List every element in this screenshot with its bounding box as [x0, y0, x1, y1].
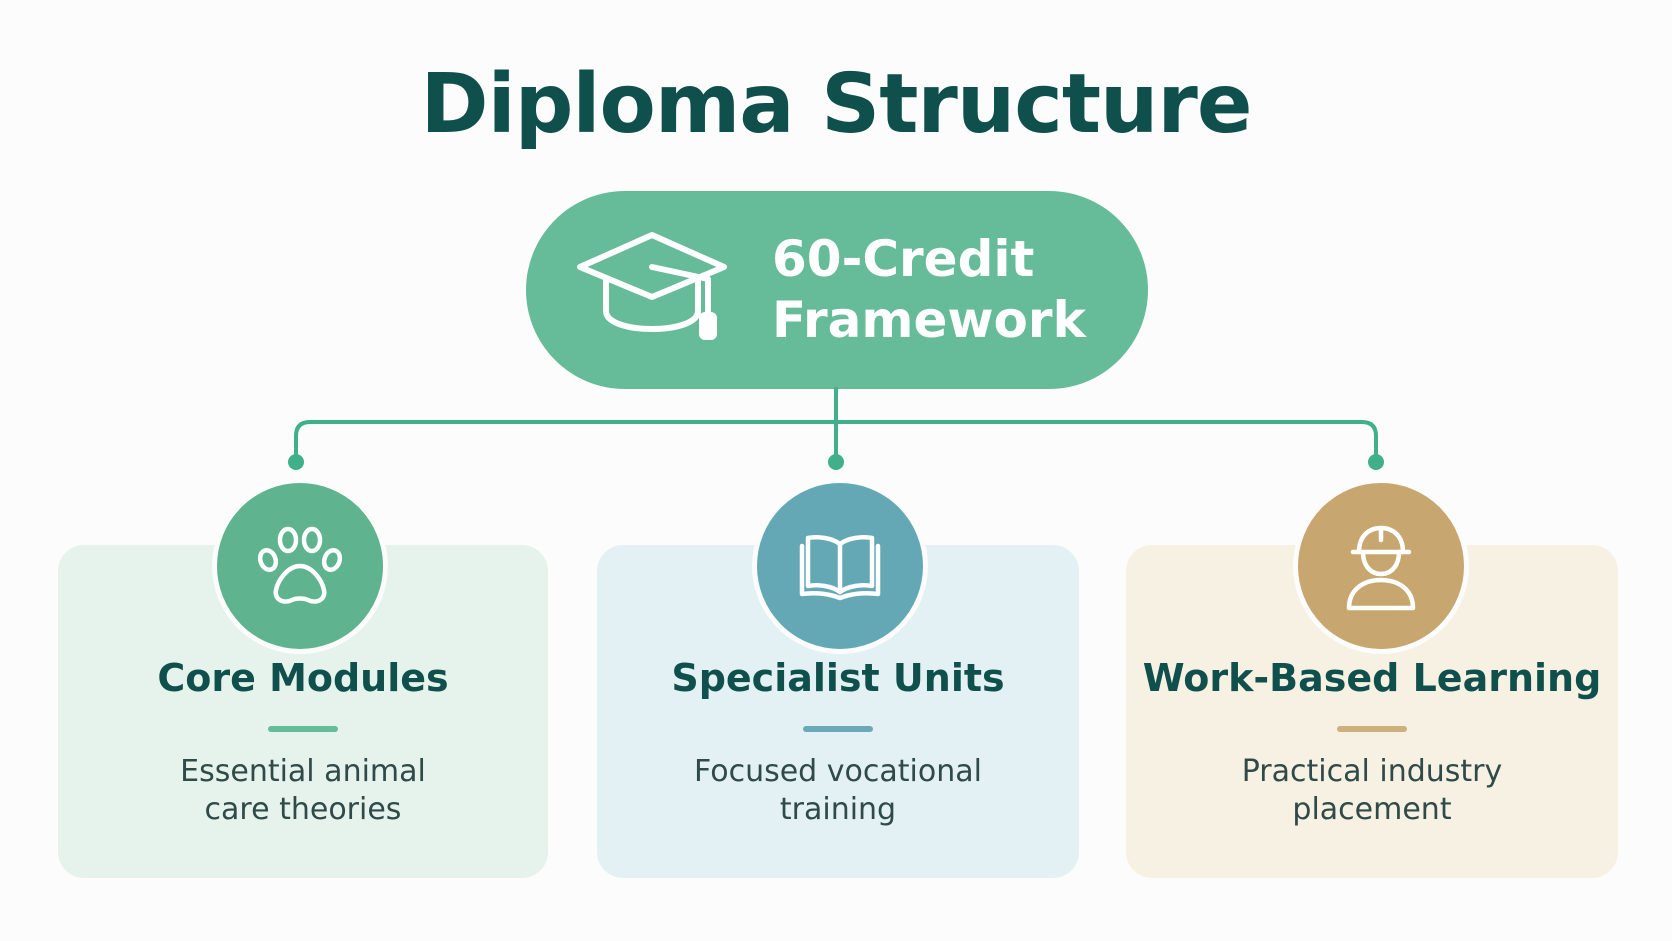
root-label-line2: Framework — [772, 291, 1086, 349]
card-desc-line2: care theories — [204, 792, 402, 827]
card-description: Practical industry placement — [1186, 753, 1558, 829]
badge-core-modules — [212, 478, 388, 654]
card-desc-line2: training — [779, 792, 897, 827]
card-title: Work-Based Learning — [1142, 656, 1602, 700]
root-label-line1: 60-Credit — [772, 230, 1035, 288]
diagram-title: Diploma Structure — [420, 57, 1253, 152]
card-desc-line1: Essential animal — [180, 754, 426, 789]
connector-node-work — [1368, 454, 1384, 470]
connector-node-spec — [828, 454, 844, 470]
root-node: 60-Credit Framework — [526, 191, 1148, 389]
badge-work-based-learning — [1293, 478, 1469, 654]
badge-specialist-units — [752, 478, 928, 654]
card-divider — [803, 726, 873, 732]
card-title: Specialist Units — [671, 656, 1005, 700]
card-desc-line1: Focused vocational — [694, 754, 982, 789]
root-label: 60-Credit Framework — [772, 229, 1132, 351]
card-divider — [1337, 726, 1407, 732]
card-description: Focused vocational training — [657, 753, 1019, 829]
connector-bus — [294, 420, 1378, 462]
graduation-cap-icon — [577, 232, 727, 340]
card-desc-line1: Practical industry — [1241, 754, 1503, 789]
hard-hat-worker-icon — [1346, 525, 1416, 611]
connector-node-core — [288, 454, 304, 470]
open-book-icon — [799, 535, 881, 601]
card-description: Essential animal care theories — [118, 753, 488, 829]
card-title: Core Modules — [157, 656, 449, 700]
card-work-based-learning: Work-Based Learning Practical industry p… — [1126, 545, 1618, 878]
paw-icon — [257, 526, 343, 604]
card-desc-line2: placement — [1292, 792, 1452, 827]
card-divider — [268, 726, 338, 732]
